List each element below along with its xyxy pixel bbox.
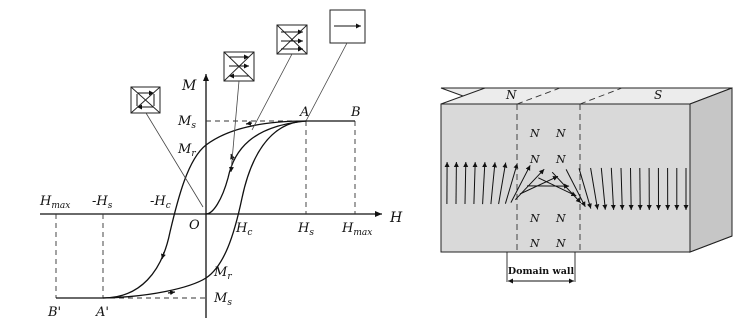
block-top-face-outline — [440, 87, 733, 105]
wall-n-label: N — [529, 127, 540, 140]
spin-arrow — [514, 168, 545, 201]
spin-arrow — [565, 169, 586, 208]
spin-arrow — [472, 162, 478, 205]
wall-n-label: N — [555, 127, 566, 140]
ms-neg-label: Ms — [213, 291, 232, 308]
descending-branch — [102, 120, 307, 299]
spin-arrow — [628, 167, 634, 211]
wall-n-label: N — [529, 237, 540, 250]
domain-state-box-4 — [329, 9, 366, 44]
block-front-face — [440, 103, 691, 253]
top-label-n: N — [505, 88, 517, 102]
point-b-prime-label: B' — [47, 305, 61, 320]
point-a-label: A — [299, 105, 309, 120]
ms-pos-label: Ms — [177, 114, 196, 131]
wall-n-label: N — [555, 212, 566, 225]
spin-arrow — [600, 167, 608, 210]
leader-line-1 — [145, 112, 204, 208]
domain-state-box-2 — [223, 51, 255, 82]
wall-n-labels: N N N N N N N N — [529, 127, 566, 250]
spin-arrow — [519, 175, 559, 195]
spin-arrow — [590, 167, 600, 210]
leader-line-4 — [305, 42, 348, 122]
mr-pos-label: Mr — [177, 142, 196, 159]
mr-neg-label: Mr — [213, 265, 232, 282]
point-a-prime-label: A' — [95, 305, 109, 320]
spin-arrow — [510, 165, 531, 203]
wall-n-label: N — [555, 237, 566, 250]
leader-line-3 — [251, 53, 293, 131]
spin-arrow — [490, 162, 497, 205]
spin-arrow — [551, 171, 582, 204]
domain-wall-label: Domain wall — [508, 266, 575, 277]
leader-line-2 — [228, 80, 240, 173]
hc-pos-label: Hc — [235, 221, 252, 238]
domain-wall-boundaries — [516, 87, 623, 252]
hmax-pos-label: Hmax — [341, 221, 372, 238]
spin-arrow — [482, 162, 488, 205]
hc-neg-label: -Hc — [150, 194, 171, 211]
domain-wall-diagram: N S N N N N N N N N Domain wall — [440, 87, 733, 284]
domain-state-box-1 — [130, 86, 161, 114]
spin-arrow — [504, 163, 519, 204]
wall-n-label: N — [529, 153, 540, 166]
h-axis-label: H — [389, 210, 403, 226]
hysteresis-diagram: H M O Ms Mr Mr Ms Hmax -Hs -Hc Hc Hs Hma… — [39, 9, 403, 320]
spin-arrow — [610, 167, 616, 210]
wall-n-label: N — [555, 153, 566, 166]
ascending-branch — [102, 120, 307, 299]
wall-n-label: N — [529, 212, 540, 225]
spin-arrow — [463, 161, 469, 205]
spin-arrow — [619, 167, 625, 210]
block-side-face-outline — [689, 87, 733, 253]
guide-lines — [55, 120, 356, 299]
spin-arrow — [578, 168, 592, 209]
spin-arrow — [498, 162, 508, 205]
hs-pos-label: Hs — [297, 221, 314, 238]
spin-arrows — [444, 161, 689, 211]
spin-arrow — [538, 177, 577, 197]
point-b-label: B — [350, 105, 361, 120]
domain-state-box-3 — [276, 24, 308, 55]
origin-label: O — [189, 218, 200, 233]
top-label-s: S — [654, 88, 662, 102]
m-axis-label: M — [181, 78, 197, 94]
hmax-neg-label: Hmax — [39, 194, 70, 211]
initial-curve — [205, 120, 307, 215]
hs-neg-label: -Hs — [92, 194, 113, 211]
